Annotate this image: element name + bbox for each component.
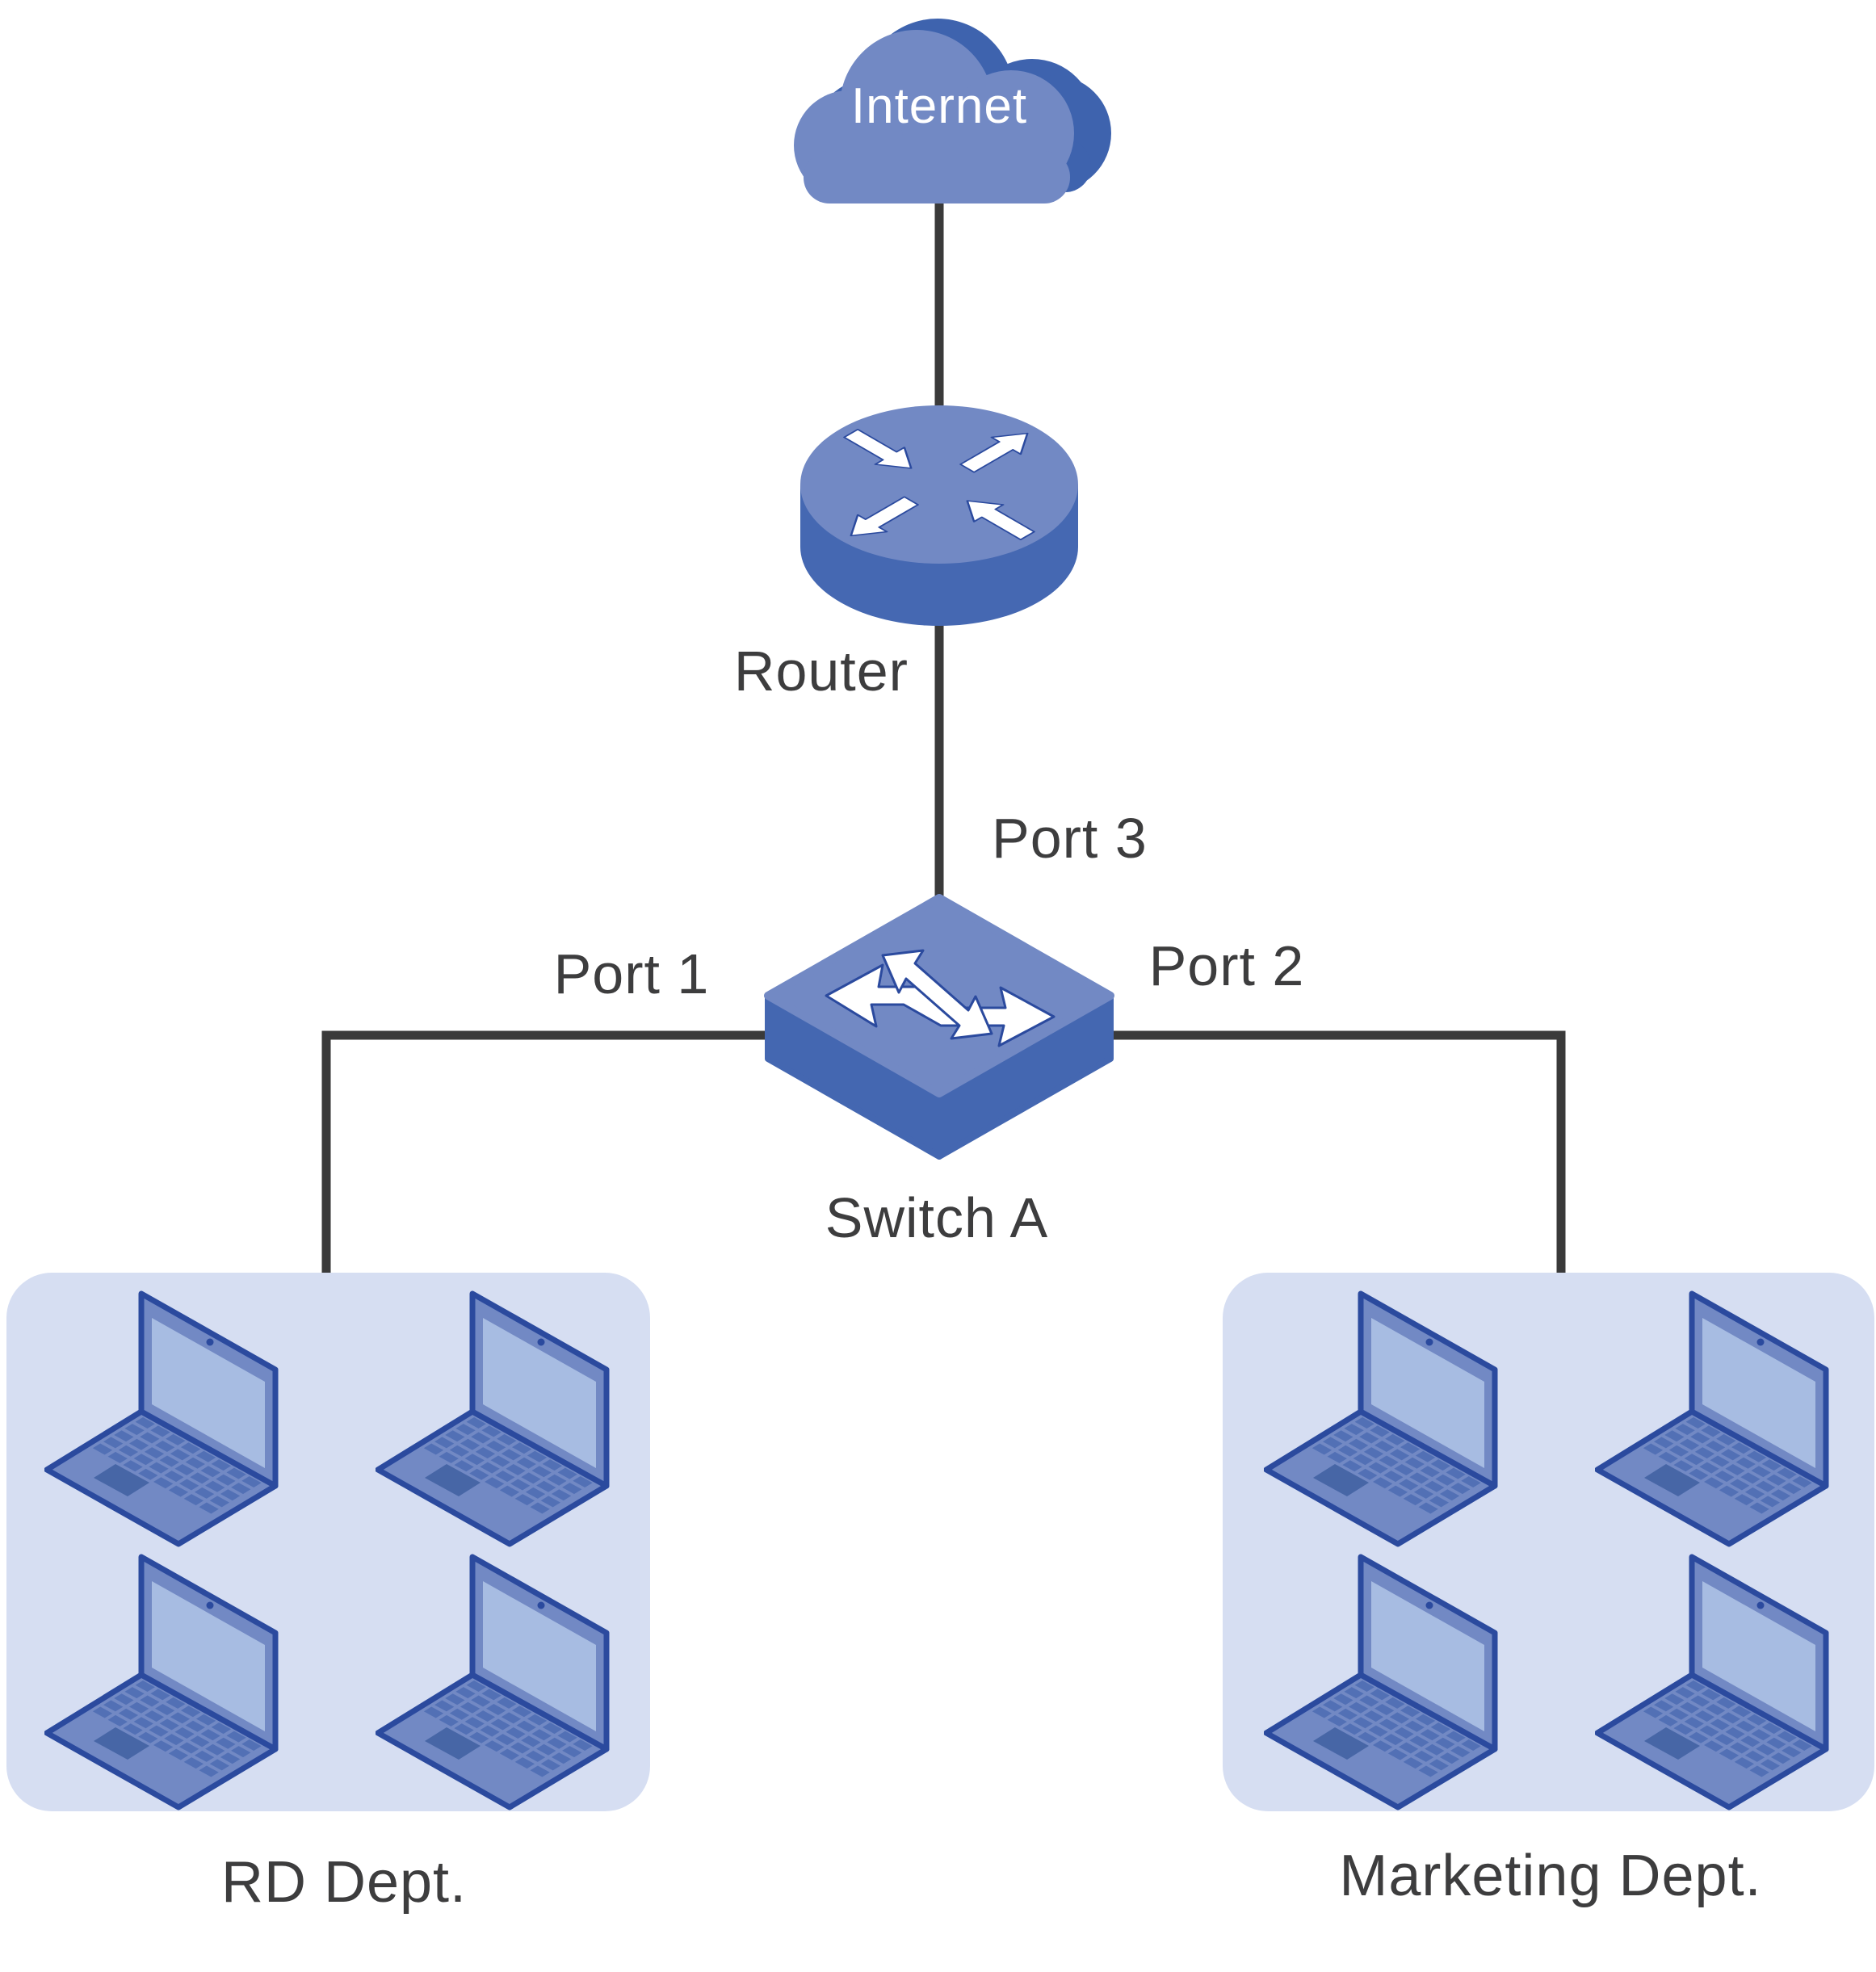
internet-label: Internet [850, 78, 1028, 134]
port2-label: Port 2 [1148, 934, 1305, 997]
marketing-dept-label: Marketing Dept. [1339, 1844, 1762, 1908]
link-switch-rd-dept [321, 1030, 775, 1284]
link-lines [321, 194, 1566, 1284]
link-switch-marketing-dept [1103, 1030, 1566, 1284]
rd-dept-label: RD Dept. [220, 1850, 468, 1915]
router-icon [800, 405, 1078, 626]
switch-arrows-icon [825, 949, 1056, 1047]
router-label: Router [733, 640, 909, 703]
switch-a-label: Switch A [825, 1186, 1049, 1249]
switch-icon [764, 894, 1114, 1160]
port1-label: Port 1 [553, 942, 710, 1005]
port3-label: Port 3 [992, 807, 1148, 870]
cloud-icon [794, 19, 1111, 203]
